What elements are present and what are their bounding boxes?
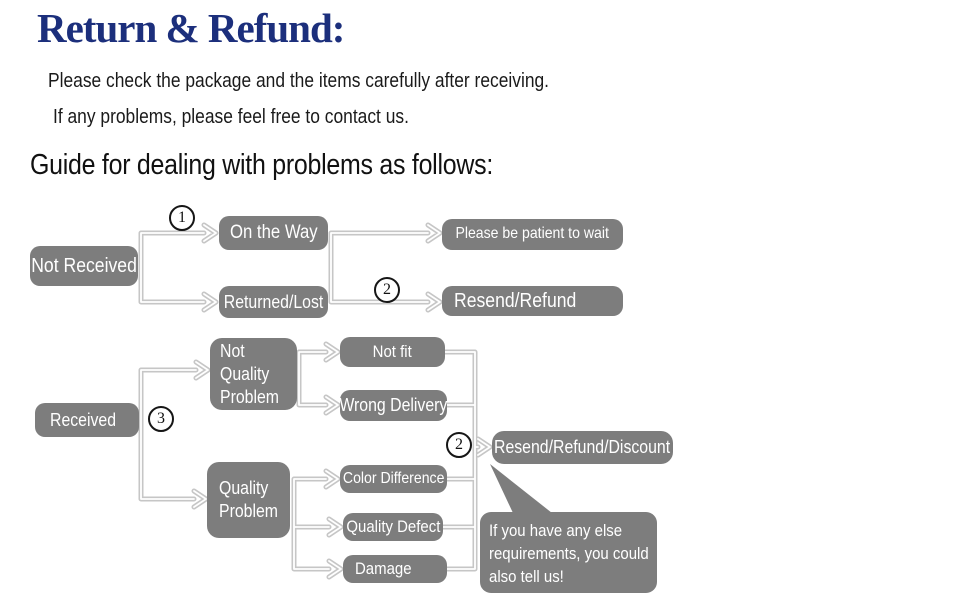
page-title: Return & Refund: <box>37 5 345 51</box>
guide-heading: Guide for dealing with problems as follo… <box>30 149 494 181</box>
node-returned-lost: Returned/Lost <box>219 286 328 318</box>
node-quality-problem-label: Quality Problem <box>219 478 278 521</box>
node-not-quality-problem-label: Not Quality Problem <box>220 340 279 407</box>
node-color-difference-label: Color Difference <box>342 469 445 487</box>
connector-lines-core <box>140 232 479 570</box>
node-not-fit-label: Not fit <box>372 342 413 362</box>
speech-bubble: If you have any else requirements, you c… <box>480 512 657 593</box>
node-resend-refund-label: Resend/Refund <box>454 289 577 312</box>
node-received: Received <box>35 403 139 437</box>
node-color-difference: Color Difference <box>340 465 447 493</box>
node-wrong-delivery-label: Wrong Delivery <box>339 395 448 416</box>
node-on-the-way: On the Way <box>219 216 328 250</box>
node-please-be-patient: Please be patient to wait <box>442 219 623 250</box>
step-marker-3: 3 <box>148 406 174 432</box>
node-on-the-way-label: On the Way <box>229 222 318 244</box>
speech-bubble-line-1: If you have any else <box>489 521 623 540</box>
step-marker-2b: 2 <box>446 432 472 458</box>
node-not-received-label: Not Received <box>31 254 137 277</box>
node-please-be-patient-label: Please be patient to wait <box>455 225 610 243</box>
node-returned-lost-label: Returned/Lost <box>223 291 324 312</box>
node-damage: Damage <box>343 555 447 583</box>
node-resend-refund: Resend/Refund <box>442 286 623 316</box>
step-marker-1: 1 <box>169 205 195 231</box>
intro-line-2: If any problems, please feel free to con… <box>53 106 409 128</box>
node-quality-defect-label: Quality Defect <box>346 517 440 537</box>
node-resend-refund-discount: Resend/Refund/Discount <box>492 431 673 464</box>
node-damage-label: Damage <box>355 559 412 579</box>
speech-bubble-line-2: requirements, you could <box>489 544 649 563</box>
node-wrong-delivery: Wrong Delivery <box>340 390 447 421</box>
node-quality-defect: Quality Defect <box>343 513 443 541</box>
node-resend-refund-discount-label: Resend/Refund/Discount <box>494 437 671 458</box>
speech-bubble-tail <box>490 464 552 513</box>
node-not-quality-problem: Not Quality Problem <box>210 338 297 410</box>
speech-bubble-line-3: also tell us! <box>489 567 564 586</box>
intro-line-1: Please check the package and the items c… <box>48 70 550 92</box>
node-not-fit: Not fit <box>340 337 445 367</box>
node-received-label: Received <box>50 409 117 430</box>
arrowheads-core <box>193 224 491 578</box>
node-quality-problem: Quality Problem <box>207 462 290 538</box>
step-marker-2: 2 <box>374 277 400 303</box>
node-not-received: Not Received <box>30 246 138 286</box>
